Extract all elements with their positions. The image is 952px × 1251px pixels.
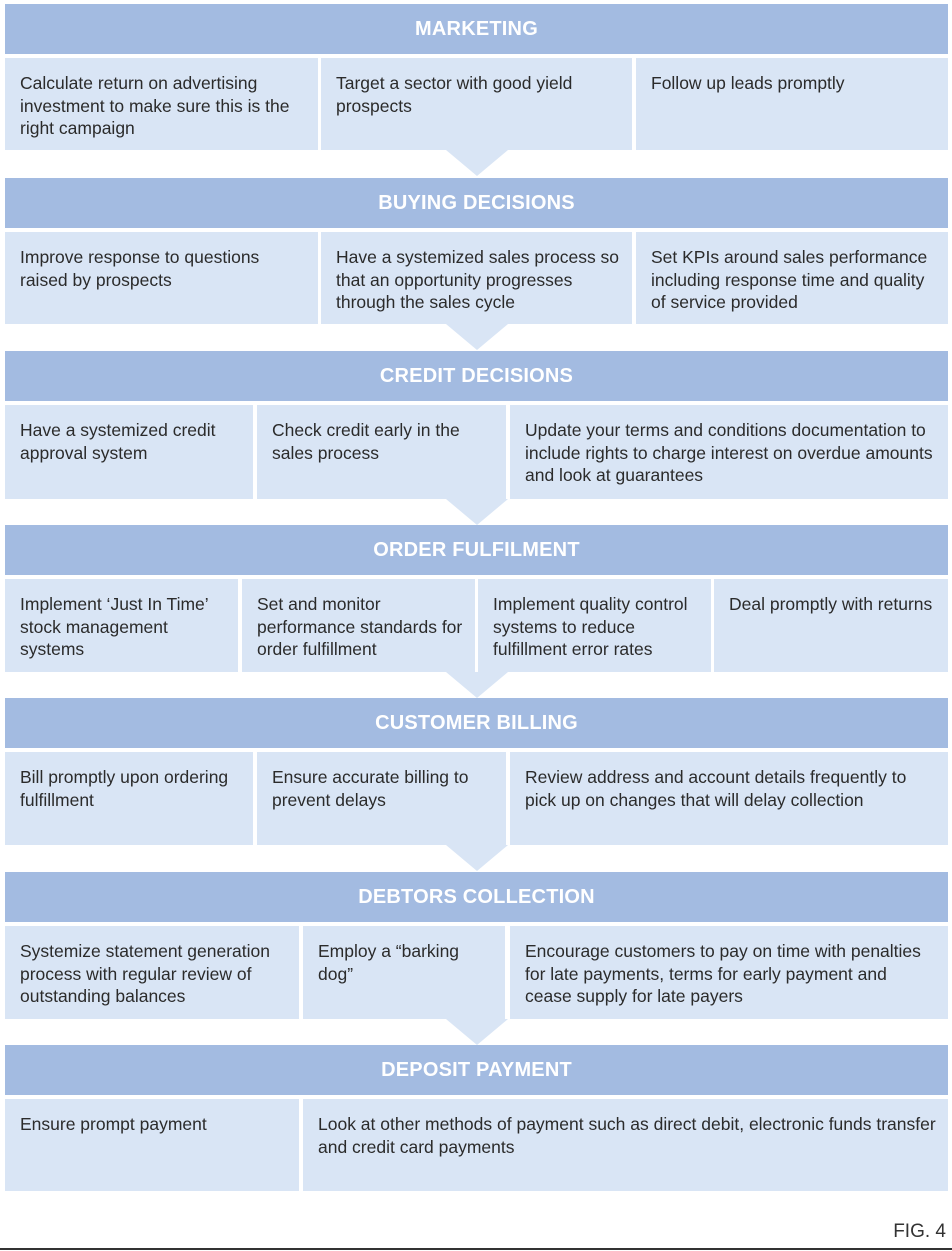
- stage-step: Employ a “barking dog”: [303, 926, 505, 1019]
- stage-step: Implement quality control systems to red…: [478, 579, 711, 672]
- figure-label: FIG. 4: [893, 1221, 946, 1242]
- stage-step: Set and monitor performance standards fo…: [242, 579, 475, 672]
- stage-step: Set KPIs around sales performance includ…: [636, 232, 948, 324]
- down-arrow: [446, 324, 508, 350]
- stage-header: DEPOSIT PAYMENT: [5, 1045, 948, 1095]
- stage-step: Calculate return on advertising investme…: [5, 58, 318, 150]
- stage-header: BUYING DECISIONS: [5, 178, 948, 228]
- stage-header: ORDER FULFILMENT: [5, 525, 948, 575]
- stage-step: Have a systemized credit approval system: [5, 405, 253, 499]
- stage-step: Deal promptly with returns: [714, 579, 948, 672]
- down-arrow: [446, 1019, 508, 1045]
- stage-step: Target a sector with good yield prospect…: [321, 58, 632, 150]
- stage-step: Look at other methods of payment such as…: [303, 1099, 948, 1191]
- down-arrow: [446, 499, 508, 525]
- stage-header: DEBTORS COLLECTION: [5, 872, 948, 922]
- stage-step: Ensure prompt payment: [5, 1099, 299, 1191]
- stage-step: Improve response to questions raised by …: [5, 232, 318, 324]
- stage-step: Have a systemized sales process so that …: [321, 232, 632, 324]
- stage-header: MARKETING: [5, 4, 948, 54]
- stage-step: Bill promptly upon ordering fulfillment: [5, 752, 253, 845]
- stage-header: CUSTOMER BILLING: [5, 698, 948, 748]
- bottom-rule: [0, 1248, 952, 1250]
- stage-header: CREDIT DECISIONS: [5, 351, 948, 401]
- stage-step: Encourage customers to pay on time with …: [510, 926, 948, 1019]
- down-arrow: [446, 150, 508, 176]
- stage-step: Update your terms and conditions documen…: [510, 405, 948, 499]
- stage-step: Ensure accurate billing to prevent delay…: [257, 752, 506, 845]
- stage-step: Implement ‘Just In Time’ stock managemen…: [5, 579, 238, 672]
- stage-step: Systemize statement generation process w…: [5, 926, 299, 1019]
- stage-step: Check credit early in the sales process: [257, 405, 506, 499]
- stage-step: Review address and account details frequ…: [510, 752, 948, 845]
- down-arrow: [446, 845, 508, 871]
- stage-step: Follow up leads promptly: [636, 58, 948, 150]
- down-arrow: [446, 672, 508, 698]
